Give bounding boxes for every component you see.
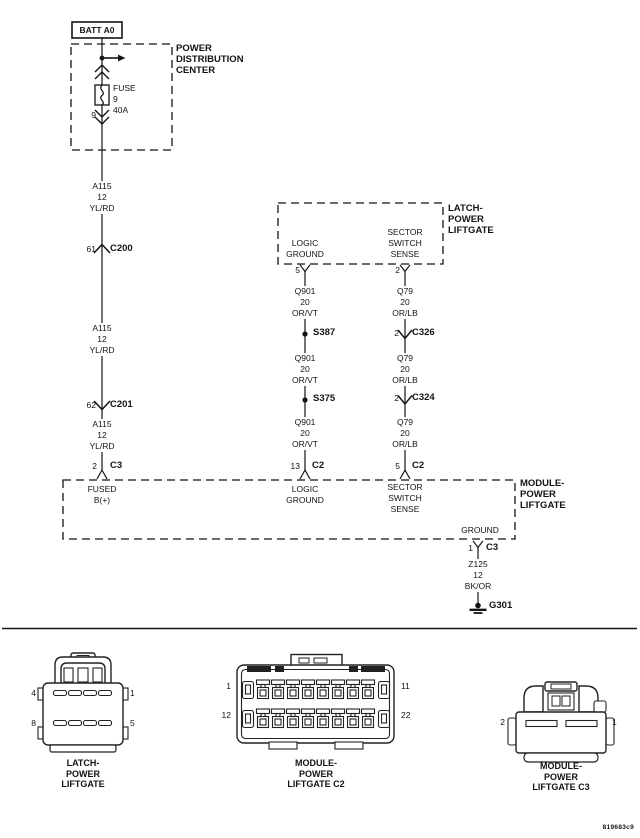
latch-box <box>277 202 444 265</box>
c200-name: C200 <box>110 243 133 254</box>
latch-pin5-fork <box>299 264 311 272</box>
wire-label-q79-1: Q79 20 OR/LB <box>390 286 420 319</box>
latch-view-caption: LATCH- POWER LIFTGATE <box>61 758 105 789</box>
c3-fused-name: C3 <box>110 460 123 471</box>
latch-sector-label: SECTOR SWITCH SENSE <box>387 227 423 259</box>
module-logic-label: LOGIC GROUND <box>286 484 324 505</box>
module-sector-label: SECTOR SWITCH SENSE <box>387 482 423 514</box>
c3-view-pin-1: 1 <box>612 717 617 727</box>
module-label: MODULE- POWER LIFTGATE <box>520 478 566 511</box>
battery-label: BATT A0 <box>79 25 115 35</box>
module-ground-label: GROUND <box>461 525 499 535</box>
c324-name: C324 <box>412 392 435 403</box>
ground-g301-label: G301 <box>489 600 513 611</box>
pdc-label: POWER DISTRIBUTION CENTER <box>176 43 244 76</box>
c2-sector-name: C2 <box>412 460 425 471</box>
c2-view-caption: MODULE- POWER LIFTGATE C2 <box>287 758 345 789</box>
latch-connector-view <box>37 652 129 753</box>
c2-logic-pin: 13 <box>290 461 300 471</box>
latch-pin-sector: 2 <box>395 265 400 275</box>
wire-label-a115-3: A115 12 YL/RD <box>87 419 117 452</box>
c2-view-pin-1: 1 <box>226 681 231 691</box>
c200-symbol <box>93 243 111 254</box>
wire-label-z125: Z125 12 BK/OR <box>462 559 494 592</box>
module-c2-sector-fork <box>399 469 411 480</box>
c324-symbol <box>397 395 413 406</box>
c326-pin: 2 <box>394 328 399 338</box>
module-ground-fork <box>472 540 484 548</box>
c3-fused-pin: 2 <box>92 461 97 471</box>
c2-view-pin-12: 12 <box>221 710 231 720</box>
wire-label-a115-2: A115 12 YL/RD <box>87 323 117 356</box>
c2-view-pin-22: 22 <box>401 710 411 720</box>
c326-symbol <box>397 329 413 340</box>
c201-pin: 62 <box>86 400 96 410</box>
latch-pin-logic: 5 <box>295 265 300 275</box>
c201-name: C201 <box>110 399 133 410</box>
module-c3-fork <box>96 469 108 480</box>
module-c3-connector-view <box>507 681 615 763</box>
c2-sector-pin: 5 <box>395 461 400 471</box>
wire-label-q79-2: Q79 20 OR/LB <box>390 353 420 386</box>
module-box <box>62 479 516 540</box>
c3-ground-name: C3 <box>486 542 499 553</box>
c2-logic-name: C2 <box>312 460 325 471</box>
c2-view-pin-11: 11 <box>401 681 410 691</box>
fuse-symbol <box>94 84 110 106</box>
latch-view-pin-8: 8 <box>31 718 36 728</box>
wire-label-q901-3: Q901 20 OR/VT <box>290 417 320 450</box>
battery-box <box>71 21 123 39</box>
wire-label-q901-2: Q901 20 OR/VT <box>290 353 320 386</box>
latch-view-pin-1: 1 <box>130 688 135 698</box>
document-id: 819683c9 <box>602 824 634 831</box>
c200-pin: 61 <box>86 244 96 254</box>
c3-ground-pin: 1 <box>468 543 473 553</box>
c324-pin: 2 <box>394 393 399 403</box>
latch-label: LATCH- POWER LIFTGATE <box>448 203 494 236</box>
wire-label-q79-3: Q79 20 OR/LB <box>390 417 420 450</box>
wire-label-a115-1: A115 12 YL/RD <box>87 181 117 214</box>
wire-label-q901-1: Q901 20 OR/VT <box>290 286 320 319</box>
pdc-exit-pin: 9 <box>91 110 96 120</box>
splice-s387 <box>302 331 308 337</box>
pdc-connector-chevrons-bottom <box>94 109 110 125</box>
splice-s387-label: S387 <box>313 327 336 338</box>
fuse-label: FUSE 9 40A <box>113 83 136 115</box>
latch-view-pin-4: 4 <box>31 688 36 698</box>
c3-view-caption: MODULE- POWER LIFTGATE C3 <box>532 761 590 792</box>
splice-s375 <box>302 397 308 403</box>
splice-s375-label: S375 <box>313 393 336 404</box>
latch-pin2-fork <box>399 264 411 272</box>
c326-name: C326 <box>412 327 435 338</box>
latch-view-pin-5: 5 <box>130 718 135 728</box>
pdc-connector-chevrons-top <box>94 64 110 80</box>
module-c2-connector-view <box>236 653 395 750</box>
ground-symbol <box>469 602 487 614</box>
module-c2-logic-fork <box>299 469 311 480</box>
c3-view-pin-2: 2 <box>500 717 505 727</box>
bus-junction-arrow <box>99 54 126 62</box>
c201-symbol <box>93 400 111 411</box>
module-fused-label: FUSED B(+) <box>87 484 117 505</box>
latch-logic-ground-label: LOGIC GROUND <box>286 238 324 259</box>
